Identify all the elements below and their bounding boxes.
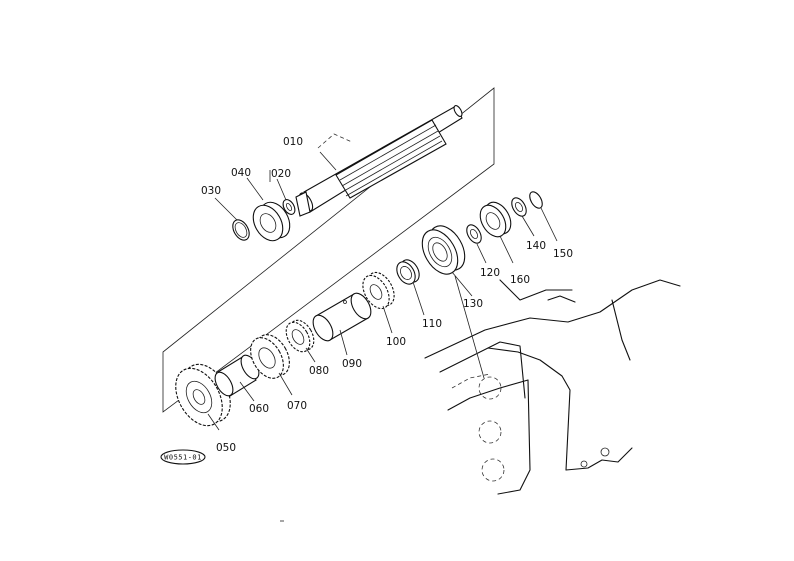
- callout-060: 060: [249, 403, 269, 415]
- callout-030: 030: [201, 185, 221, 197]
- sleeve-090[interactable]: [309, 290, 375, 344]
- gear-080[interactable]: [281, 316, 318, 356]
- bearing-130[interactable]: [415, 220, 472, 281]
- callout-010: 010: [283, 136, 303, 148]
- callout-040: 040: [231, 167, 251, 179]
- callout-050: 050: [216, 442, 236, 454]
- callout-150: 150: [553, 248, 573, 260]
- callout-090: 090: [342, 358, 362, 370]
- main-shaft[interactable]: [295, 104, 464, 217]
- callout-140: 140: [526, 240, 546, 252]
- drawing-code-badge: W0551-01: [160, 449, 206, 465]
- callout-130: 130: [463, 298, 483, 310]
- ring-110[interactable]: [393, 257, 423, 288]
- gear-070[interactable]: [244, 329, 296, 384]
- callout-160: 160: [510, 274, 530, 286]
- collar-020[interactable]: [281, 198, 298, 217]
- drawing-code-text: W0551-01: [164, 454, 202, 462]
- callout-020: 020: [271, 168, 291, 180]
- leader-lines: [207, 133, 558, 431]
- callout-070: 070: [287, 400, 307, 412]
- bearing-160[interactable]: [475, 198, 516, 241]
- callout-100: 100: [386, 336, 406, 348]
- snap-ring-030[interactable]: [229, 217, 252, 243]
- callout-110: 110: [422, 318, 442, 330]
- bearing-040[interactable]: [247, 197, 296, 246]
- gear-100[interactable]: [357, 268, 399, 313]
- callout-120: 120: [480, 267, 500, 279]
- washer-140[interactable]: [509, 195, 529, 218]
- transmission-housing[interactable]: [424, 279, 681, 495]
- snap-ring-150[interactable]: [527, 190, 545, 211]
- washer-120[interactable]: [464, 222, 484, 245]
- callout-080: 080: [309, 365, 329, 377]
